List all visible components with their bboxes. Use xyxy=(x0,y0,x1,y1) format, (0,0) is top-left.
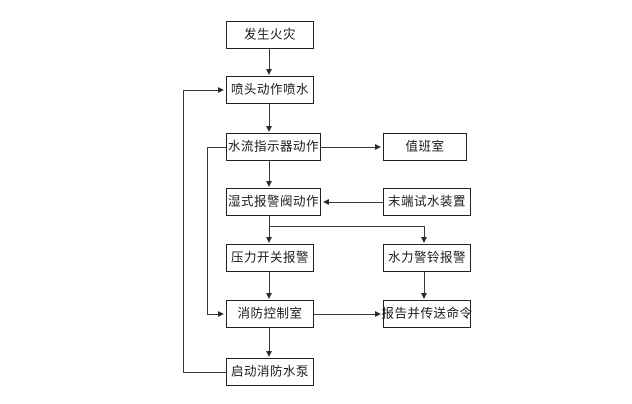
arrowhead-down-icon xyxy=(421,293,427,299)
edge-feedback-inner-bottom xyxy=(207,314,219,315)
arrowhead-down-icon xyxy=(266,69,272,75)
edge-fire-control-to-pump xyxy=(269,328,270,351)
node-duty-room[interactable]: 值班室 xyxy=(383,133,467,161)
edge-feedback-outer-bottom xyxy=(183,372,226,373)
node-fire-control-room[interactable]: 消防控制室 xyxy=(226,300,314,328)
node-water-bell-alarm[interactable]: 水力警铃报警 xyxy=(383,244,471,272)
node-label: 压力开关报警 xyxy=(230,249,309,265)
node-label: 水力警铃报警 xyxy=(387,249,466,265)
edge-feedback-inner-top xyxy=(207,147,226,148)
node-label: 启动消防水泵 xyxy=(230,363,309,379)
edge-sprinkler-to-flow-indicator xyxy=(269,104,270,126)
edge-flow-indicator-to-duty-room xyxy=(321,147,375,148)
arrowhead-down-icon xyxy=(266,351,272,357)
node-start-fire-pump[interactable]: 启动消防水泵 xyxy=(226,358,314,386)
edge-end-test-to-wet-alarm xyxy=(329,202,383,203)
arrowhead-down-icon xyxy=(266,126,272,132)
edge-fire-control-to-report xyxy=(314,314,375,315)
node-label: 消防控制室 xyxy=(237,305,303,321)
arrowhead-down-icon xyxy=(266,293,272,299)
arrowhead-left-icon xyxy=(323,198,329,205)
arrowhead-right-icon xyxy=(218,310,224,317)
node-sprinkler[interactable]: 喷头动作喷水 xyxy=(226,76,314,104)
node-end-test-device[interactable]: 末端试水装置 xyxy=(383,188,471,216)
node-label: 值班室 xyxy=(405,138,445,154)
node-label: 水流指示器动作 xyxy=(227,138,319,154)
node-label: 湿式报警阀动作 xyxy=(227,193,319,209)
edge-bus-to-pressure-switch xyxy=(269,226,270,237)
edge-split-bus xyxy=(269,226,425,227)
edge-feedback-inner-vertical xyxy=(207,147,208,314)
node-report-and-command[interactable]: 报告并传送命令 xyxy=(381,300,473,328)
edge-wet-alarm-stem xyxy=(269,216,270,227)
edge-water-bell-to-report xyxy=(424,272,425,293)
edge-fire-to-sprinkler xyxy=(269,49,270,70)
edge-feedback-outer-top xyxy=(183,90,219,91)
node-label: 报告并传送命令 xyxy=(381,305,473,321)
arrowhead-down-icon xyxy=(266,237,272,243)
arrowhead-right-icon xyxy=(218,86,224,93)
arrowhead-down-icon xyxy=(421,237,427,243)
edge-feedback-outer-vertical xyxy=(183,90,184,372)
node-label: 喷头动作喷水 xyxy=(230,81,309,97)
edge-bus-to-water-bell xyxy=(424,226,425,237)
node-pressure-switch-alarm[interactable]: 压力开关报警 xyxy=(226,244,314,272)
arrowhead-right-icon xyxy=(375,310,381,317)
arrowhead-right-icon xyxy=(375,143,381,150)
node-fire[interactable]: 发生火灾 xyxy=(226,21,314,49)
node-wet-alarm-valve[interactable]: 湿式报警阀动作 xyxy=(226,188,321,216)
edge-pressure-to-fire-control xyxy=(269,272,270,293)
node-label: 发生火灾 xyxy=(243,26,296,42)
node-label: 末端试水装置 xyxy=(387,193,466,209)
arrowhead-down-icon xyxy=(266,181,272,187)
node-flow-indicator[interactable]: 水流指示器动作 xyxy=(226,133,321,161)
edge-flow-indicator-to-wet-alarm xyxy=(269,161,270,181)
